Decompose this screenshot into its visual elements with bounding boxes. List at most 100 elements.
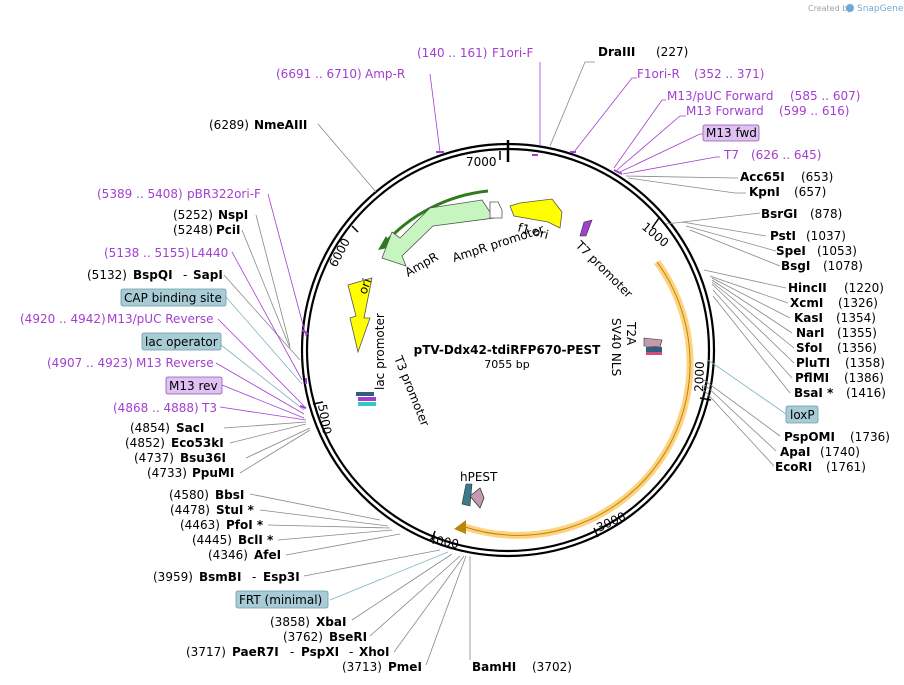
right-labels: Acc65I (653) KpnI (657) BsrGI (878) PstI…: [740, 170, 890, 474]
enzyme-xbai-name: XbaI: [316, 615, 346, 629]
enzyme-pflmi-name: PflMI: [795, 371, 829, 385]
enzyme-pcii-name: PciI: [216, 223, 241, 237]
enzyme-saci-pos: (4854): [130, 421, 170, 435]
leader-bsgi: [689, 229, 781, 267]
leader-kasi: [711, 277, 791, 319]
tick-label-6000: 6000: [326, 236, 353, 270]
enzyme-ecori-name: EcoRI: [775, 460, 812, 474]
leader-ecori: [701, 387, 775, 467]
leader-pcii: [241, 229, 291, 349]
enzyme-afei-pos: (4346): [208, 548, 248, 562]
primer-m13-forward-range: (599 .. 616): [779, 104, 849, 118]
enzyme-kasi-pos: (1354): [836, 311, 876, 325]
primer-l4440-name: L4440: [191, 246, 228, 260]
leader-kpni: [627, 177, 746, 194]
enzyme-xcmi-pos: (1326): [838, 296, 878, 310]
label-t7-promoter: T7 promoter: [572, 238, 635, 301]
leader-nspi: [255, 214, 291, 347]
primer-m13-fwd-name: M13 fwd: [706, 126, 757, 140]
ori-arrow: [347, 277, 373, 354]
credit-prefix: Created by: [808, 4, 852, 13]
t3-promoter-box: [358, 397, 376, 401]
leader-spei: [685, 225, 777, 252]
leader-m13-rev: [221, 384, 305, 419]
label-hpest: hPEST: [460, 470, 498, 484]
enzyme-pfoi-pos: (4463): [180, 518, 220, 532]
leader-t7: [622, 156, 720, 175]
primer-m13-forward-name: M13 Forward: [686, 104, 764, 118]
primer-m13puc-fwd-range: (585 .. 607): [790, 89, 860, 103]
linker-box: [646, 352, 662, 355]
enzyme-bsai-pos: (1416): [846, 386, 886, 400]
enzyme-apai-pos: (1740): [820, 445, 860, 459]
leader-bseri: [369, 555, 461, 637]
leader-bsai: [712, 295, 791, 394]
enzyme-kpni-pos: (657): [794, 185, 826, 199]
feature-lac-operator-box: [141, 332, 222, 351]
primer-m13-reverse-name: M13 Reverse: [136, 356, 214, 370]
enzyme-bbsi-pos: (4580): [169, 488, 209, 502]
mark-m13-fwd: [613, 169, 623, 175]
primer-m13-rev-name: M13 rev: [169, 379, 218, 393]
leader-hincii: [703, 269, 787, 289]
ampr-arrow: [381, 199, 495, 267]
enzyme-kpni-name: KpnI: [749, 185, 780, 199]
enzyme-bsrgi-pos: (878): [810, 207, 842, 221]
label-sv40-nls: SV40 NLS: [609, 318, 623, 376]
enzyme-paer7i-pos: (3717): [186, 645, 226, 659]
enzyme-spei-name: SpeI: [776, 244, 806, 258]
label-t3-promoter: T3 promoter: [391, 353, 432, 428]
enzyme-sapi-name: SapI: [193, 268, 223, 282]
orf-arc-edge: [461, 261, 691, 536]
leader-lines: [215, 61, 795, 666]
tick-3000: [593, 527, 599, 538]
leader-stui: [259, 509, 389, 527]
enzyme-spei-pos: (1053): [817, 244, 857, 258]
leader-cap: [225, 296, 303, 385]
enzyme-bsmbi-sep: -: [252, 570, 256, 584]
enzyme-pflmi-pos: (1386): [844, 371, 884, 385]
enzyme-ppumi-name: PpuMI: [192, 466, 234, 480]
mark-m13-rev: [299, 405, 307, 409]
leader-bspqi: [223, 274, 301, 361]
enzyme-bsu36i-name: Bsu36I: [180, 451, 226, 465]
f1-ori-box: [489, 201, 503, 219]
leader-t3: [219, 406, 307, 421]
enzyme-pcii-pos: (5248): [173, 223, 213, 237]
leader-nari: [711, 279, 793, 334]
tick-label-7000: 7000: [466, 155, 497, 169]
label-t2a: T2A: [624, 321, 638, 346]
leader-sfoi: [711, 281, 795, 349]
leader-paer7i: [393, 555, 465, 653]
primer-f1ori-f-name: F1ori-F: [492, 46, 533, 60]
enzyme-sfoi-name: SfoI: [796, 341, 823, 355]
primer-t3-name: T3: [201, 401, 217, 415]
label-ampr: AmpR: [403, 250, 441, 280]
hpest-arrow: [469, 487, 485, 509]
enzyme-acc65i-name: Acc65I: [740, 170, 785, 184]
tick-5000: [312, 401, 324, 405]
enzyme-bsmbi-name: BsmBI: [199, 570, 241, 584]
leader-psti: [681, 221, 767, 237]
enzyme-draiii-pos: (227): [656, 45, 688, 59]
enzyme-nmeaiii-pos: (6289): [209, 118, 249, 132]
enzyme-paer7i-name: PaeR7I: [232, 645, 279, 659]
leader-pluti: [711, 283, 795, 364]
primer-pbr322ori-f-range: (5389 .. 5408): [97, 187, 183, 201]
mark-pbr322ori-f: [301, 329, 309, 335]
leader-draiii: [549, 61, 595, 147]
snapgene-logo-icon: [846, 4, 854, 12]
enzyme-xcmi-name: XcmI: [790, 296, 823, 310]
enzyme-bseri-pos: (3762): [283, 630, 323, 644]
leader-pbr322ori-f: [267, 193, 307, 337]
feature-loxp-label: loxP: [790, 408, 815, 422]
primer-pbr322ori-f-name: pBR322ori-F: [187, 187, 261, 201]
enzyme-draiii-name: DraIII: [598, 45, 635, 59]
tick-2000: [699, 397, 712, 401]
leader-eco53ki: [229, 423, 307, 444]
feature-cap-box: [120, 288, 227, 307]
enzyme-ppumi-pos: (4733): [147, 466, 187, 480]
enzyme-xbai-pos: (3858): [270, 615, 310, 629]
enzyme-psti-name: PstI: [770, 229, 796, 243]
